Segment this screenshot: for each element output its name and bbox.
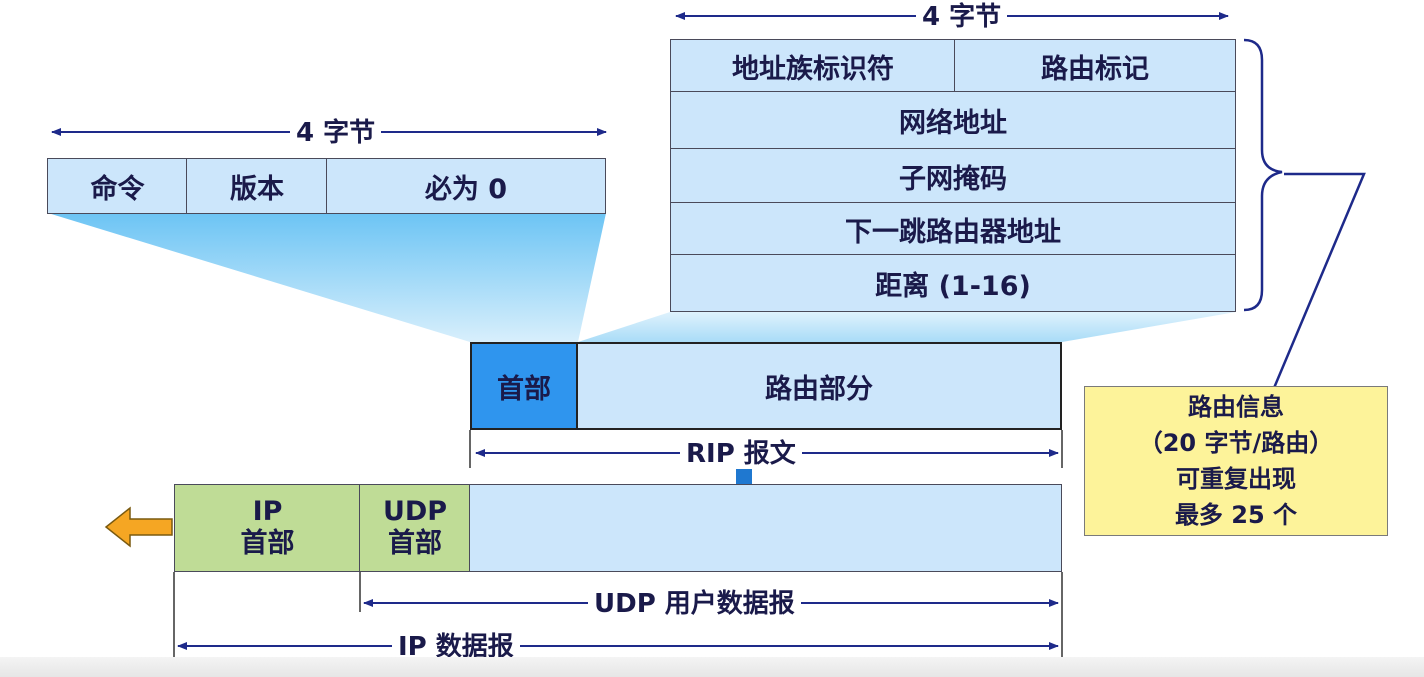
routing-part-box: 路由部分 [576,342,1062,430]
bottom-bar [0,657,1424,677]
subnet-mask-field: 子网掩码 [670,148,1236,204]
note-line4: 最多 25 个 [1174,501,1298,529]
udp-header-line2: 首部 [388,528,442,559]
orange-left-arrow [104,506,173,548]
route-tag-field: 路由标记 [954,39,1236,93]
ip-header-line2: 首部 [240,528,295,559]
udp-header-line1: UDP [382,496,448,527]
network-address-field: 网络地址 [670,91,1236,150]
next-hop-field: 下一跳路由器地址 [670,202,1236,256]
version-field: 版本 [186,158,328,214]
ip-header-box: IP 首部 [174,484,361,572]
rip-header-box: 首部 [470,342,578,430]
routing-info-note: 路由信息 （20 字节/路由） 可重复出现 最多 25 个 [1084,386,1388,536]
note-line3: 可重复出现 [1176,465,1296,493]
distance-field: 距离 (1-16) [670,254,1236,312]
note-line1: 路由信息 [1188,393,1284,421]
header-projection [48,213,606,342]
command-field: 命令 [47,158,188,214]
route-projection [578,312,1236,342]
ip-header-line1: IP [252,496,283,527]
udp-header-box: UDP 首部 [359,484,471,572]
rip-message-label: RIP 报文 [680,439,802,469]
brace-connector [1272,172,1366,389]
address-family-field: 地址族标识符 [670,39,956,93]
udp-payload-box [469,484,1062,572]
note-line2: （20 字节/路由） [1138,429,1334,457]
route-width-label: 4 字节 [916,2,1008,32]
brace [1243,38,1283,312]
must-be-zero-field: 必为 0 [326,158,606,214]
header-width-label: 4 字节 [290,118,382,148]
udp-datagram-label: UDP 用户数据报 [588,589,801,619]
